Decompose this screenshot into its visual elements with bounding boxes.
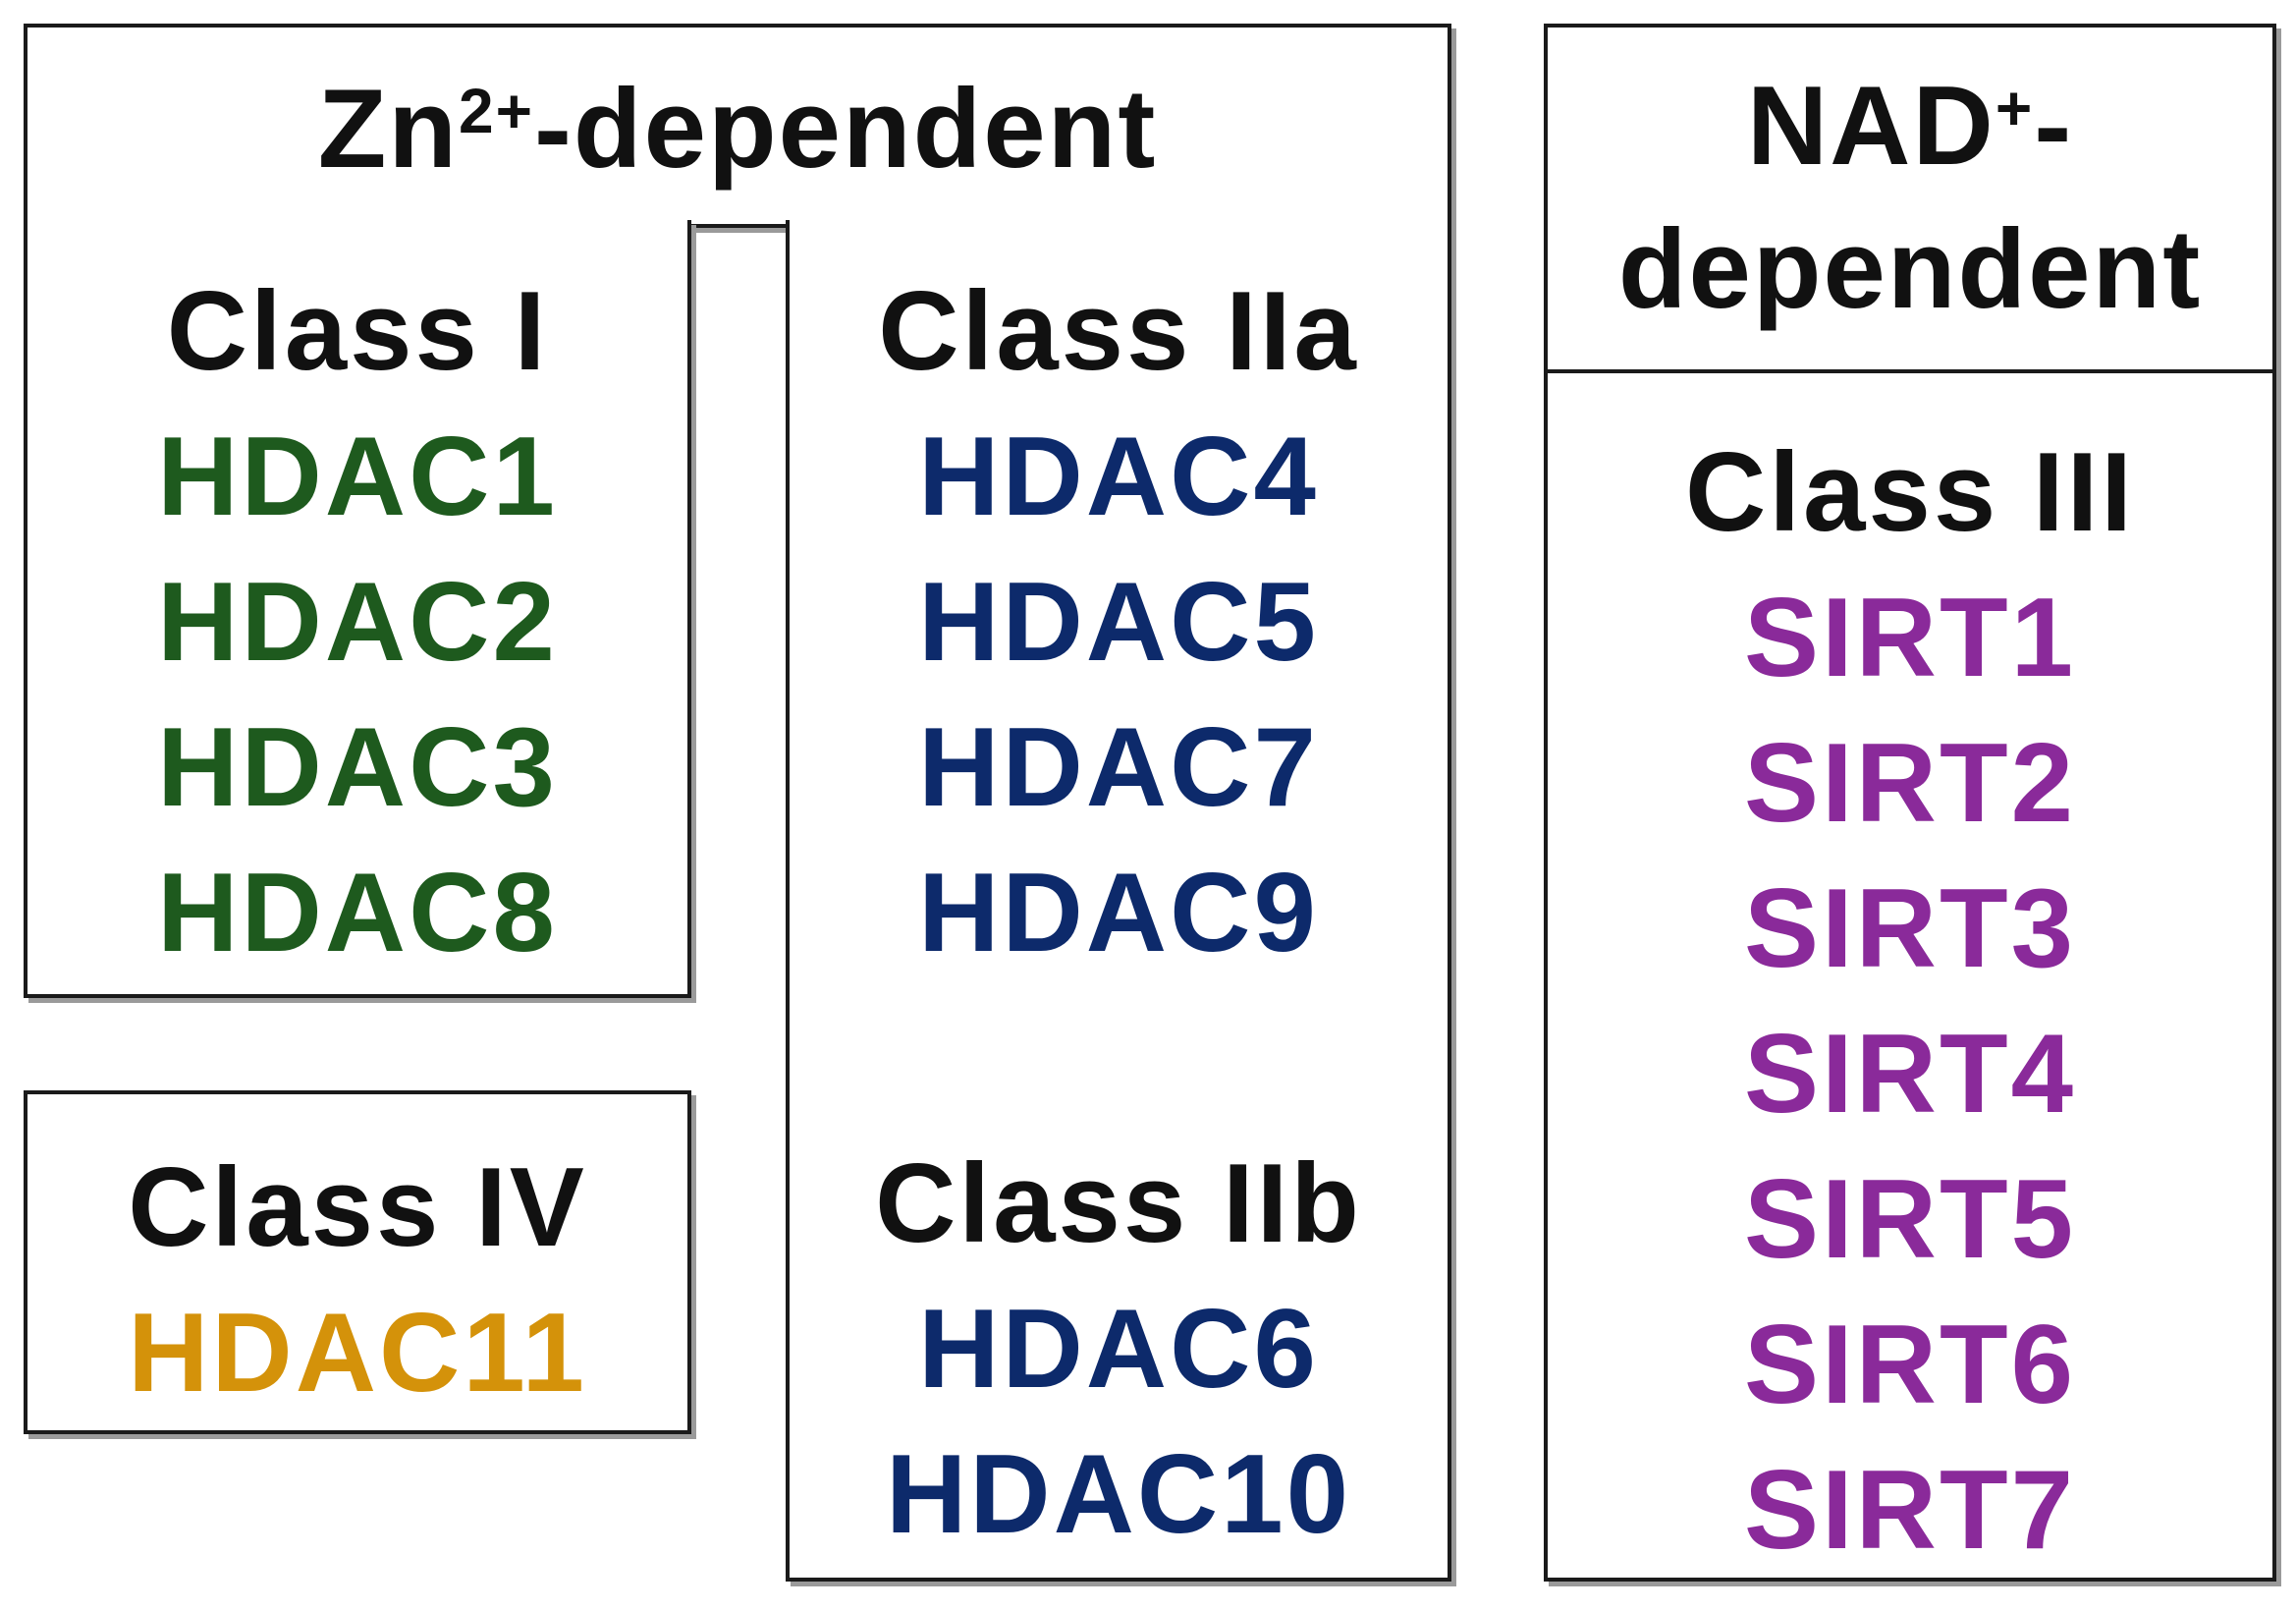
class-iia-member: HDAC5 [918, 560, 1319, 685]
class-i-member: HDAC8 [157, 851, 558, 975]
nad-dependent-header: NAD+- dependent [1548, 28, 2272, 373]
class-ii-column: Class IIa HDAC4 HDAC5 HDAC7 HDAC9 Class … [790, 259, 1448, 1568]
class-iii-member: SIRT3 [1743, 866, 2077, 991]
class-iii-column: Class III SIRT1 SIRT2 SIRT3 SIRT4 SIRT5 … [1548, 420, 2272, 1583]
class-iia-member: HDAC7 [918, 705, 1319, 830]
class-iii-title: Class III [1685, 430, 2135, 555]
nad-header-line2: dependent [1617, 207, 2203, 332]
class-iii-member: SIRT2 [1743, 721, 2077, 846]
class-iib-member: HDAC10 [885, 1432, 1352, 1557]
zn-header-superscript: 2+ [459, 75, 534, 146]
class-iv-column: Class IV HDAC11 [27, 1136, 687, 1426]
class-iii-member: SIRT6 [1743, 1303, 2077, 1427]
class-i-column: Class I HDAC1 HDAC2 HDAC3 HDAC8 [27, 259, 687, 986]
class-iii-member: SIRT4 [1743, 1012, 2077, 1137]
class-iia-member: HDAC4 [918, 415, 1319, 539]
nad-header-base: NAD [1746, 64, 1995, 189]
zn-dependent-header: Zn2+-dependent [27, 28, 1448, 232]
class-i-box: Class I HDAC1 HDAC2 HDAC3 HDAC8 [24, 220, 691, 998]
nad-header-superscript: + [1995, 72, 2035, 143]
zn-dependent-header-box: Zn2+-dependent [24, 24, 1451, 228]
zn-header-base: Zn [317, 67, 459, 192]
class-iii-member: SIRT7 [1743, 1448, 2077, 1573]
class-iv-member: HDAC11 [128, 1291, 587, 1416]
zn-header-rest: -dependent [533, 67, 1158, 192]
class-i-member: HDAC1 [157, 415, 558, 539]
class-i-member: HDAC3 [157, 705, 558, 830]
class-ii-box: Class IIa HDAC4 HDAC5 HDAC7 HDAC9 Class … [786, 220, 1451, 1582]
class-iib-member: HDAC6 [918, 1287, 1319, 1412]
class-iii-member: SIRT1 [1743, 576, 2077, 700]
class-i-member: HDAC2 [157, 560, 558, 685]
nad-dependent-box: NAD+- dependent Class III SIRT1 SIRT2 SI… [1544, 24, 2276, 1582]
class-iii-member: SIRT5 [1743, 1157, 2077, 1282]
class-i-title: Class I [166, 269, 549, 394]
class-iia-title: Class IIa [878, 269, 1359, 394]
class-iv-title: Class IV [128, 1145, 587, 1270]
nad-header-hyphen: - [2034, 64, 2074, 189]
class-iia-member: HDAC9 [918, 851, 1319, 975]
class-iib-title: Class IIb [875, 1141, 1362, 1266]
class-iv-box: Class IV HDAC11 [24, 1090, 691, 1434]
